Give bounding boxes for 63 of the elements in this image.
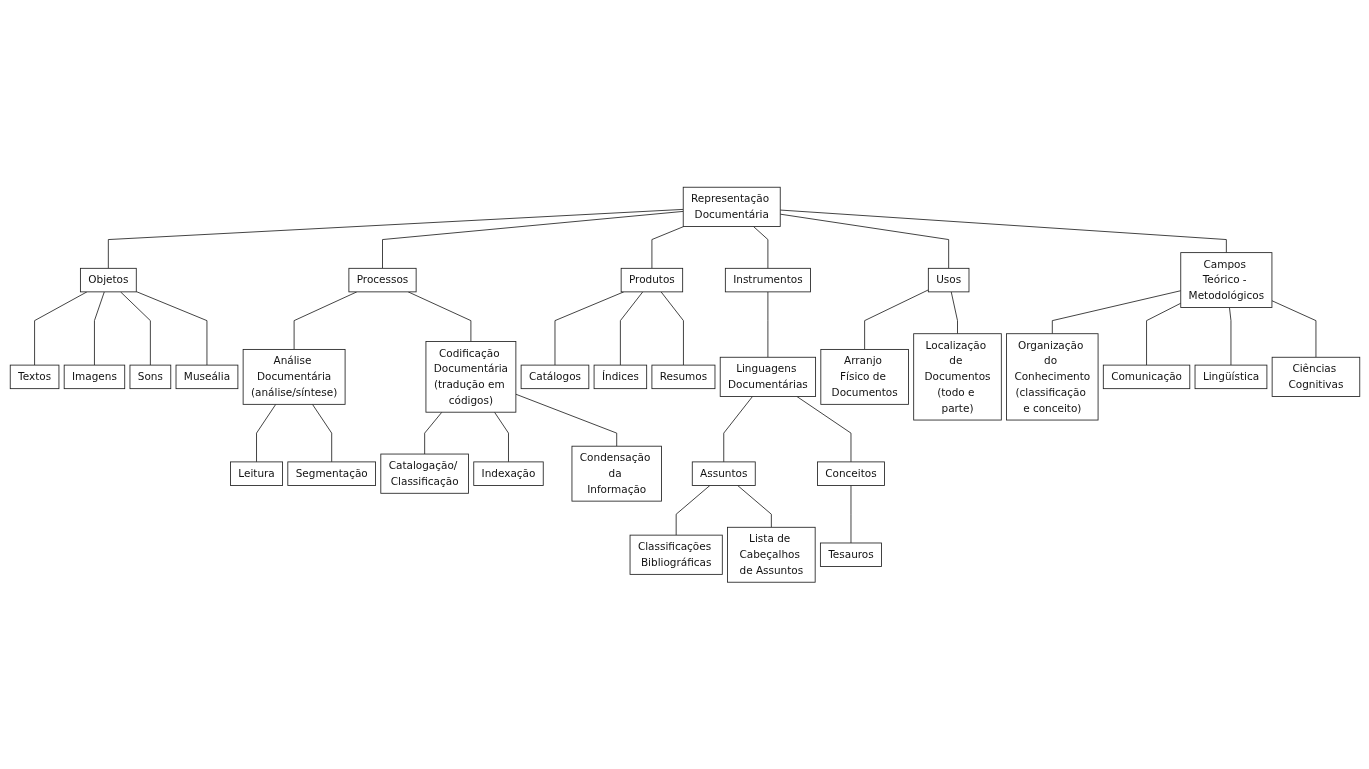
- node-box: [520, 364, 589, 389]
- connector: [255, 403, 276, 463]
- connector: [675, 484, 710, 536]
- connector: [33, 291, 87, 366]
- connector: [950, 291, 958, 334]
- node-box: [379, 453, 469, 494]
- connector: [779, 209, 1227, 253]
- connector: [850, 484, 851, 544]
- node-box: [682, 186, 781, 227]
- node-box: [819, 542, 882, 567]
- node-box: [651, 364, 715, 389]
- node-box: [1271, 356, 1360, 397]
- node-box: [175, 364, 238, 389]
- connector: [779, 213, 949, 269]
- connector: [514, 393, 617, 447]
- node-box: [1179, 251, 1272, 308]
- connector: [1051, 290, 1181, 334]
- node-box: [242, 348, 345, 405]
- connector: [293, 291, 357, 350]
- node-box: [726, 526, 816, 583]
- node-box: [286, 461, 376, 486]
- connector: [311, 403, 332, 463]
- connector: [752, 225, 768, 269]
- node-box: [691, 461, 756, 486]
- node-box: [347, 267, 417, 293]
- connector: [119, 291, 151, 366]
- connector: [107, 208, 684, 269]
- connector: [795, 395, 851, 463]
- connector: [407, 291, 471, 342]
- node-box: [816, 461, 885, 486]
- connector: [381, 210, 684, 269]
- node-box: [472, 461, 544, 486]
- node-box: [571, 445, 662, 502]
- connector: [1228, 306, 1231, 366]
- node-box: [1194, 364, 1267, 389]
- node-box: [593, 364, 647, 389]
- connector: [423, 411, 442, 455]
- node-box: [927, 267, 969, 293]
- node-box: [79, 267, 137, 293]
- node-box: [9, 364, 59, 389]
- node-box: [63, 364, 125, 389]
- connector: [766, 291, 768, 358]
- connector: [554, 291, 624, 366]
- connector: [660, 291, 684, 366]
- connector: [493, 411, 509, 463]
- node-box: [912, 333, 1002, 421]
- node-box: [719, 356, 816, 397]
- node-box: [1005, 333, 1098, 421]
- connector: [619, 291, 643, 366]
- node-box: [425, 340, 516, 413]
- connector: [722, 395, 753, 463]
- node-box: [229, 461, 283, 486]
- node-box: [724, 267, 811, 293]
- node-box: [1102, 364, 1190, 389]
- connector: [736, 484, 772, 528]
- tree-diagram: Representação Documentária Campos Teórico - Metodológicos Objetos Processos Produtos Instrumentos Usos Localização de Documentos (todo e parte) Organização do Conhecimento (classificação e conceito) Codificação Documentária (tradução em códigos) Análise Documentária (análise/síntese) Arranjo Físico de Documentos Linguagens Documentárias Ciências Cognitivas Textos Imagens Sons Museália Catálogos Índices Resumos Comunicação Lingüística Condensação da Informação Catalogação/ Classificação Leitura Segmentação Indexação Assuntos Conceitos Lista de Cabeçalhos de Assuntos Classificações Bibliográficas Tesauros: [4, 181, 1365, 588]
- node-box: [620, 267, 683, 293]
- node-box: [129, 364, 171, 389]
- node-box: [629, 534, 723, 575]
- node-box: [819, 348, 909, 405]
- connector: [135, 290, 207, 366]
- connector: [93, 291, 105, 366]
- connector: [863, 289, 929, 350]
